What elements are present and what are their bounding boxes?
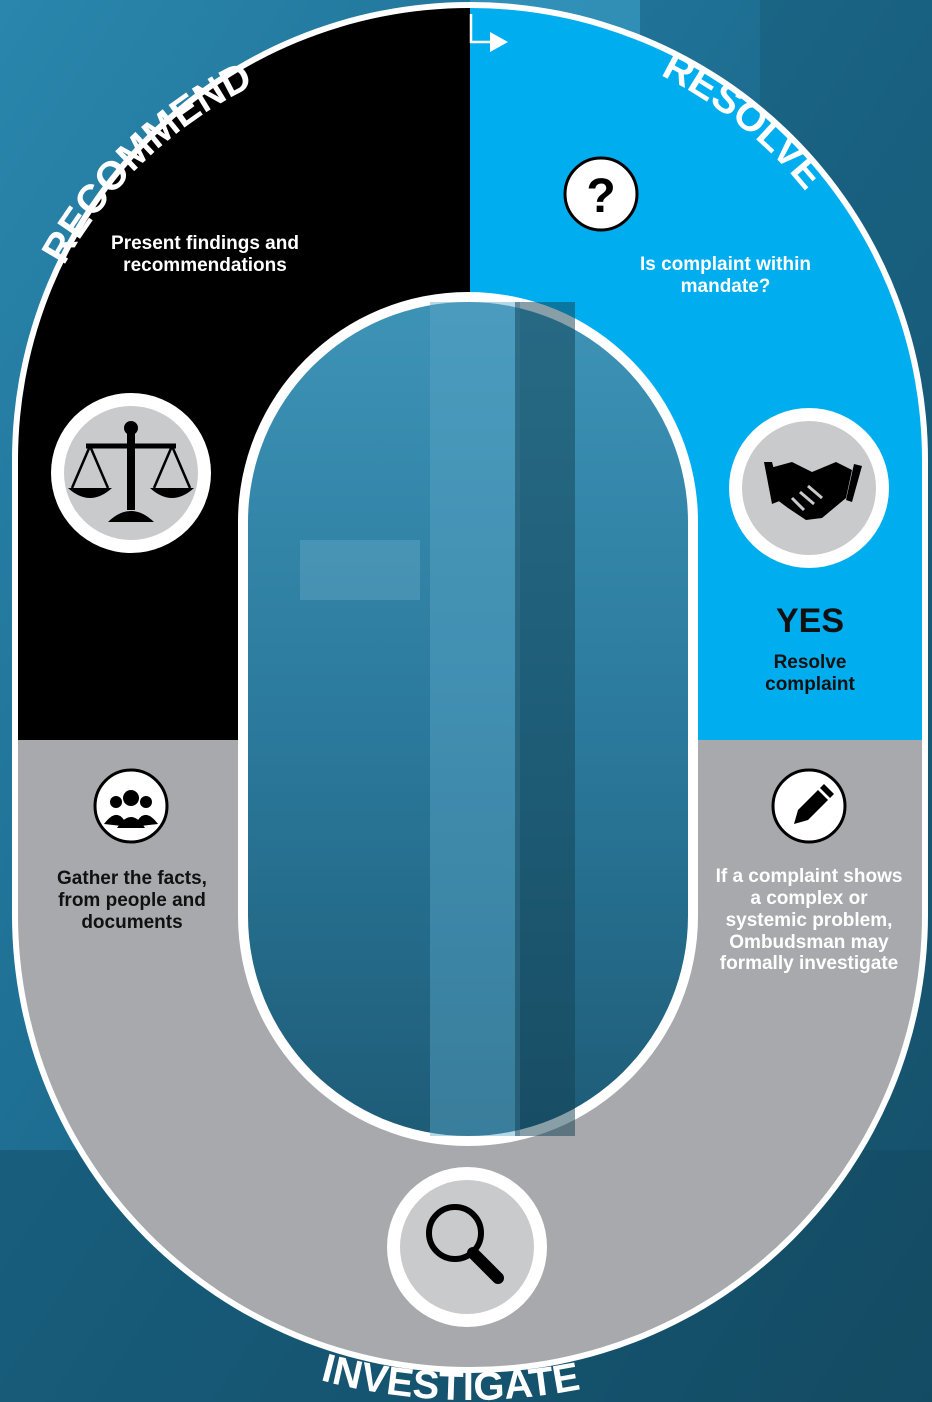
gather-facts-text: Gather the facts, from people and docume… xyxy=(57,868,207,933)
handshake-icon xyxy=(729,408,889,568)
resolve-complaint-text: Resolve complaint xyxy=(765,652,855,695)
loop-center-photo xyxy=(248,302,688,1136)
corner-arrow-icon xyxy=(469,14,508,52)
group-of-people-icon xyxy=(93,768,169,844)
pencil-icon xyxy=(771,768,847,844)
svg-text:?: ? xyxy=(586,170,615,223)
yes-label: YES xyxy=(775,602,845,640)
investigate-condition-text: If a complaint shows a complex or system… xyxy=(715,866,903,975)
question-mark-icon: ? xyxy=(563,156,639,232)
mandate-question-text: Is complaint within mandate? xyxy=(639,254,811,297)
scales-of-justice-icon xyxy=(51,393,211,553)
magnifying-glass-icon xyxy=(387,1167,547,1327)
recommend-description: Present findings and recommendations xyxy=(111,233,299,276)
